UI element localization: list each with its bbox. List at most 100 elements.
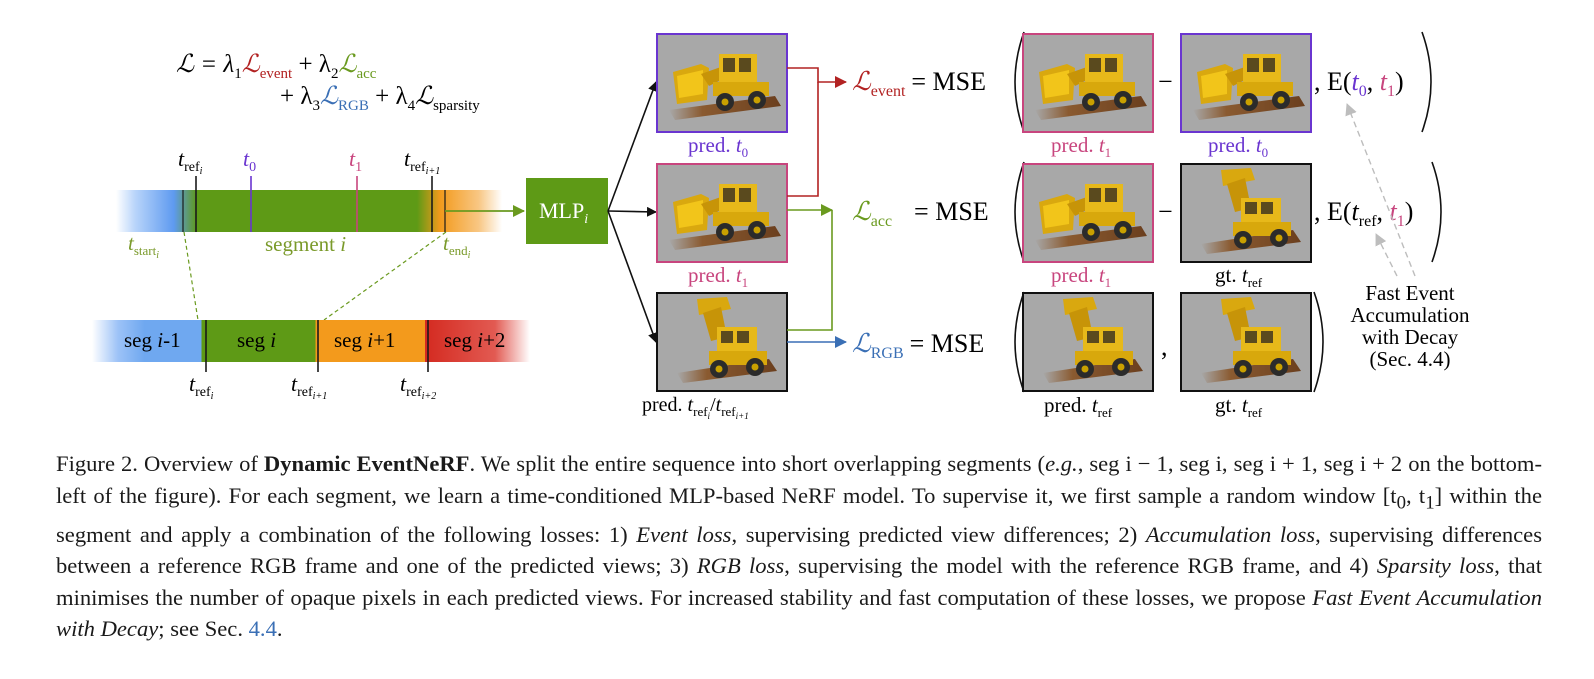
pred-t1-label: pred. <box>688 263 736 287</box>
formula-sub2: 2 <box>331 66 339 82</box>
segment-timeline: trefi t0 t1 trefi+1 tstarti segment i te… <box>116 146 525 321</box>
image-frame <box>1180 33 1312 133</box>
t1-label: t <box>349 146 356 171</box>
svg-text:seg i+1: seg i+1 <box>334 328 395 352</box>
image-frame <box>1180 163 1312 263</box>
loss-acc-row: ℒacc= MSE − pred. t1 gt. tref , E(tref, … <box>852 161 1442 290</box>
loss-event-symbol: ℒ <box>852 67 872 96</box>
loss-routing <box>787 67 847 348</box>
note-arrow-acc <box>1375 233 1398 277</box>
note-line1: Fast Event <box>1365 281 1454 305</box>
svg-text:t0: t0 <box>243 146 256 175</box>
loss-event-eq: = MSE <box>911 67 986 96</box>
svg-text:trefi+1: trefi+1 <box>291 371 327 402</box>
seg-label: seg <box>237 328 270 352</box>
image-frame <box>1180 292 1312 392</box>
t0-label: t <box>243 146 250 171</box>
section-link[interactable]: 4.4 <box>248 616 277 642</box>
svg-text:pred. t1: pred. t1 <box>688 263 748 290</box>
loader-render-image <box>657 293 787 391</box>
seg-label: seg <box>124 328 157 352</box>
loss-rgb-eq: = MSE <box>910 329 985 358</box>
svg-text:seg i+2: seg i+2 <box>444 328 505 352</box>
note-arrow-event <box>1345 103 1416 277</box>
svg-text:pred. t1: pred. t1 <box>1051 133 1111 160</box>
svg-text:trefi+2: trefi+2 <box>400 371 436 402</box>
method-overview-figure: ℒ = λ1ℒevent + λ2ℒacc + λ3ℒRGB + λ4ℒspar… <box>92 31 1470 421</box>
loader-render-image <box>1023 34 1153 132</box>
note-line3: with Decay <box>1362 325 1459 349</box>
formula-term-sparsity-sub: sparsity <box>433 98 480 114</box>
image-frame <box>1022 292 1154 392</box>
segments-bar: seg i-1 seg i seg i+1 seg i+2 trefi tref… <box>92 320 530 402</box>
paren-left <box>1014 31 1025 133</box>
image-frame <box>656 33 788 133</box>
svg-text:pred. t1: pred. t1 <box>1051 263 1111 290</box>
svg-text:trefi: trefi <box>189 371 214 402</box>
svg-text:ℒevent= MSE: ℒevent= MSE <box>852 67 986 100</box>
paren-right <box>1431 161 1442 263</box>
svg-text:pred. t0: pred. t0 <box>1208 133 1268 160</box>
formula-sub4: 4 <box>408 98 416 114</box>
bottom-ref-label: t <box>291 371 298 396</box>
fast-event-accumulation-note: Fast Event Accumulation with Decay (Sec.… <box>1345 103 1470 371</box>
mlp-arrow-tref <box>607 210 658 343</box>
loader-render-image <box>1023 164 1153 262</box>
event-loss-connector <box>787 82 819 197</box>
acc-loss-connector <box>787 210 833 331</box>
minus-op: − <box>1158 67 1173 96</box>
loss-acc-symbol: ℒ <box>852 197 872 226</box>
formula-plus4: + λ <box>369 83 408 110</box>
svg-text:ℒRGB= MSE: ℒRGB= MSE <box>852 329 984 362</box>
image-frame <box>656 163 788 263</box>
t-end-label: t <box>443 231 450 255</box>
mlp-arrow-t0 <box>607 81 658 212</box>
mlp-label: MLP <box>539 198 584 223</box>
t-ref-i1-label: t <box>404 146 411 171</box>
formula-term-rgb: ℒ <box>320 83 339 110</box>
formula-term-acc-sub: acc <box>356 66 376 82</box>
svg-text:gt. tref: gt. tref <box>1215 393 1263 420</box>
svg-text:pred. tref: pred. tref <box>1044 393 1113 420</box>
note-line2: Accumulation <box>1351 303 1470 327</box>
note-line4: (Sec. 4.4) <box>1369 347 1450 371</box>
seg-label: seg <box>334 328 367 352</box>
loader-render-image <box>657 34 787 132</box>
svg-text:, E(tref, t1): , E(tref, t1) <box>1314 197 1413 230</box>
event-loss-arrow <box>787 67 847 88</box>
pred-t0-label: pred. <box>688 133 736 157</box>
overall-loss-formula: ℒ = λ1ℒevent + λ2ℒacc + λ3ℒRGB + λ4ℒspar… <box>176 51 480 114</box>
prediction-t1: pred. t1 <box>656 163 788 290</box>
loss-event-row: ℒevent= MSE − pred. t1 pred. t0 , E(t0, … <box>852 31 1432 160</box>
formula-term-sparsity: ℒ <box>415 83 434 110</box>
loss-acc-eq: = MSE <box>914 197 989 226</box>
svg-text:trefi+1: trefi+1 <box>404 146 440 177</box>
loader-render-image <box>657 164 787 262</box>
svg-text:gt. tref: gt. tref <box>1215 263 1263 290</box>
segment-label: segment <box>265 232 335 256</box>
svg-text:t1: t1 <box>349 146 362 175</box>
loss-rgb-row: ℒRGB= MSE , pred. tref gt. tref <box>852 291 1324 420</box>
mlp-box <box>526 178 608 244</box>
svg-text:tstarti: tstarti <box>128 231 159 261</box>
paren-left <box>1014 291 1025 393</box>
svg-text:seg i: seg i <box>237 328 276 352</box>
formula-term-event: ℒ <box>242 51 261 78</box>
formula-term-rgb-sub: RGB <box>338 98 369 114</box>
svg-text:segment i: segment i <box>265 232 346 256</box>
t-ref-i-label: t <box>178 146 185 171</box>
t-start-label: t <box>128 231 135 255</box>
loader-gt-image <box>1181 164 1311 262</box>
formula-term-acc: ℒ <box>338 51 357 78</box>
prediction-tref: pred. trefi/trefi+1 <box>642 292 788 421</box>
loss-rgb-symbol: ℒ <box>852 329 872 358</box>
segments-bar-fill <box>92 320 530 362</box>
svg-text:ℒacc= MSE: ℒacc= MSE <box>852 197 989 230</box>
method-name: Dynamic EventNeRF <box>263 451 470 476</box>
formula-sub3: 3 <box>312 98 320 114</box>
mlp-block: MLPi <box>526 81 658 343</box>
paren-left <box>1014 161 1025 263</box>
image-frame <box>1022 163 1154 263</box>
svg-text:ℒ = λ1ℒevent + λ2ℒacc: ℒ = λ1ℒevent + λ2ℒacc <box>176 51 377 82</box>
formula-term-event-sub: event <box>260 66 293 82</box>
